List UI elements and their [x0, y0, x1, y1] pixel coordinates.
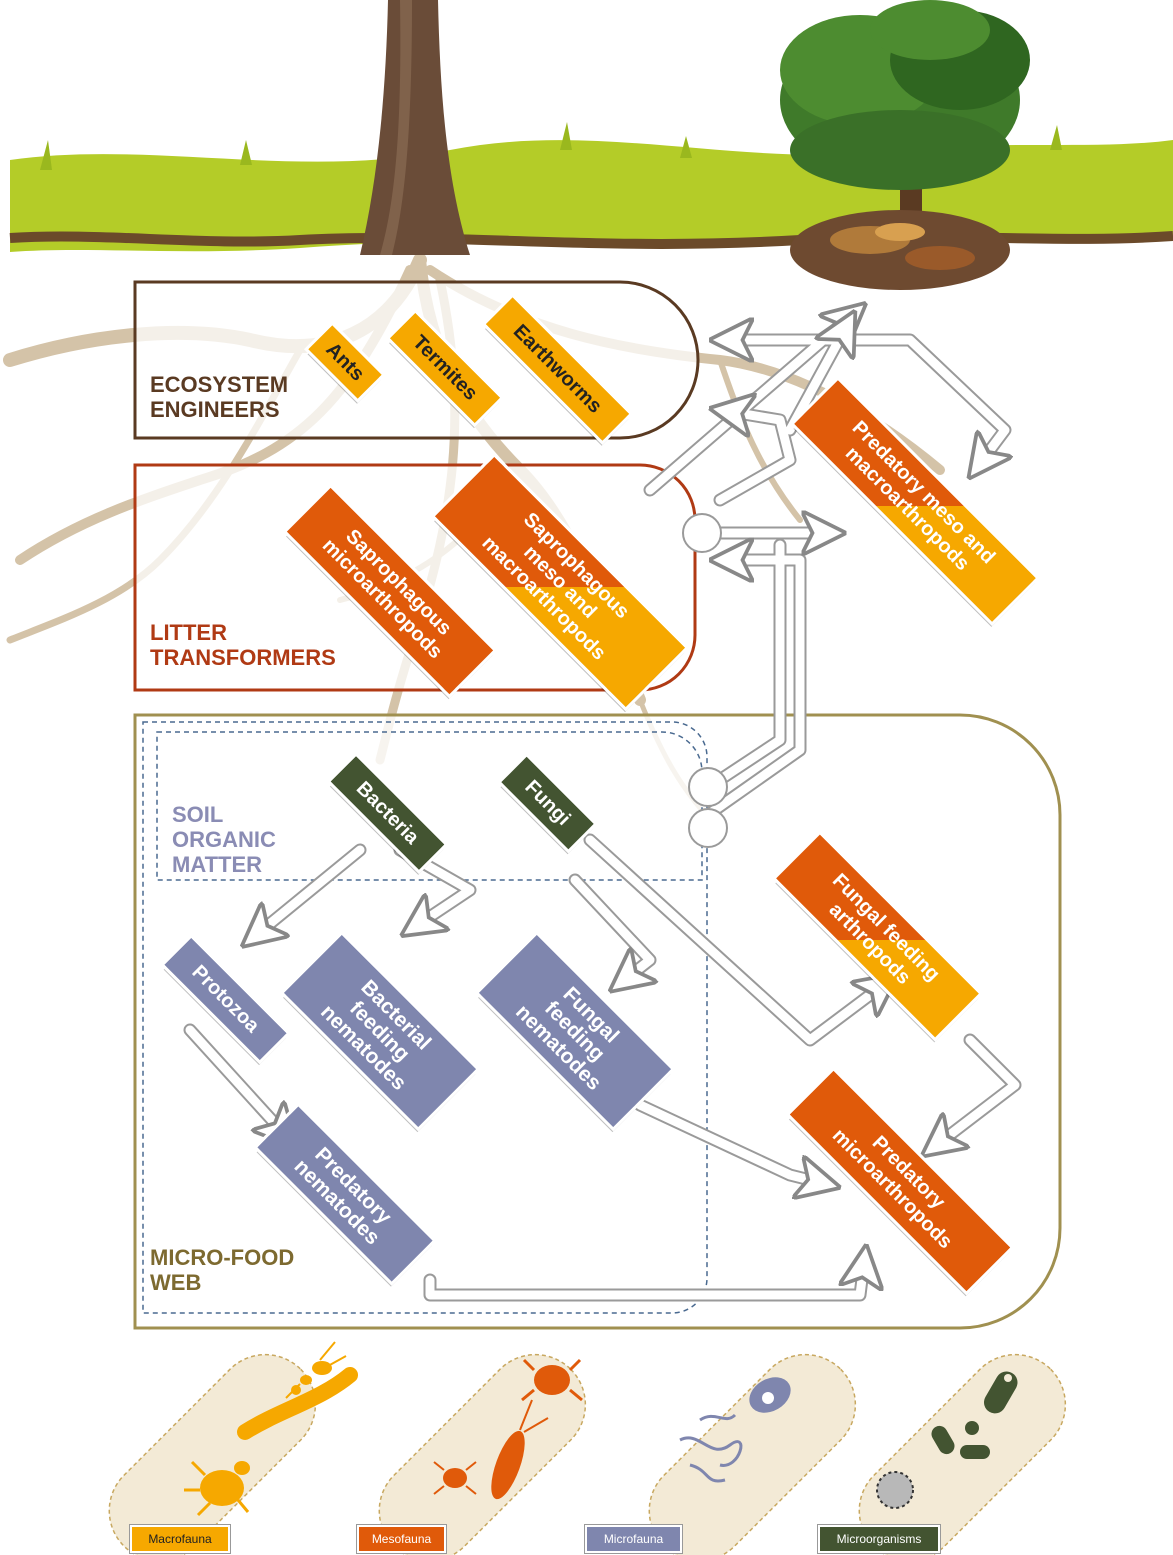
arrow-fungal-nematodes-to-predatory-micro — [635, 1100, 830, 1185]
protozoan-icon — [749, 1377, 791, 1413]
arrow-to-engineers — [720, 410, 795, 505]
arrow-fungi-to-arthropods — [585, 835, 890, 1045]
micro-food-web-inner-box — [142, 721, 708, 1314]
millipede-icon — [237, 1367, 358, 1440]
soil-organic-matter-label: SOIL ORGANIC MATTER — [172, 802, 276, 877]
ant-icon — [285, 1341, 347, 1399]
flow-arrows — [183, 310, 1022, 1302]
bacteria-icon — [931, 1371, 1018, 1459]
arrow-to-surface — [785, 320, 850, 435]
arrow-fungi-to-litter — [707, 560, 805, 817]
micro-food-web-label: MICRO-FOOD WEB — [150, 1245, 295, 1295]
tree-canopy-icon — [780, 0, 1030, 230]
mite-icon — [521, 1358, 583, 1402]
arrow-predatory-nematodes-to-predatory-micro — [425, 1255, 865, 1300]
beetle-icon — [184, 1460, 250, 1517]
ecosystem-engineers-label: ECOSYSTEM ENGINEERS — [150, 372, 289, 422]
legend-microfauna: Microfauna — [584, 1524, 683, 1554]
arrow-bacteria-to-litter — [710, 540, 785, 788]
legend-macrofauna: Macrofauna — [129, 1524, 231, 1554]
leaf-litter-icon — [790, 210, 1010, 290]
arrow-fungi-to-nematodes — [570, 875, 650, 985]
spore-icon — [876, 1471, 914, 1509]
small-beetle-icon — [433, 1461, 477, 1495]
arrow-arthropods-to-predatory-micro — [930, 1035, 1020, 1150]
arrow-bacteria-to-protozoa — [250, 845, 365, 940]
trunk-highlight — [380, 0, 412, 255]
springtail-icon — [491, 1399, 549, 1500]
legend-pills — [108, 1353, 1067, 1555]
tree-trunk-icon — [360, 0, 470, 255]
connector-circles — [682, 513, 728, 848]
arrow-protozoa-to-predatory-nematodes — [185, 1025, 290, 1140]
nematode-icon — [679, 1413, 743, 1483]
legend-mesofauna: Mesofauna — [356, 1524, 447, 1554]
legend-microorganisms: Microorganisms — [817, 1524, 941, 1554]
litter-transformers-label: LITTER TRANSFORMERS — [150, 620, 336, 670]
